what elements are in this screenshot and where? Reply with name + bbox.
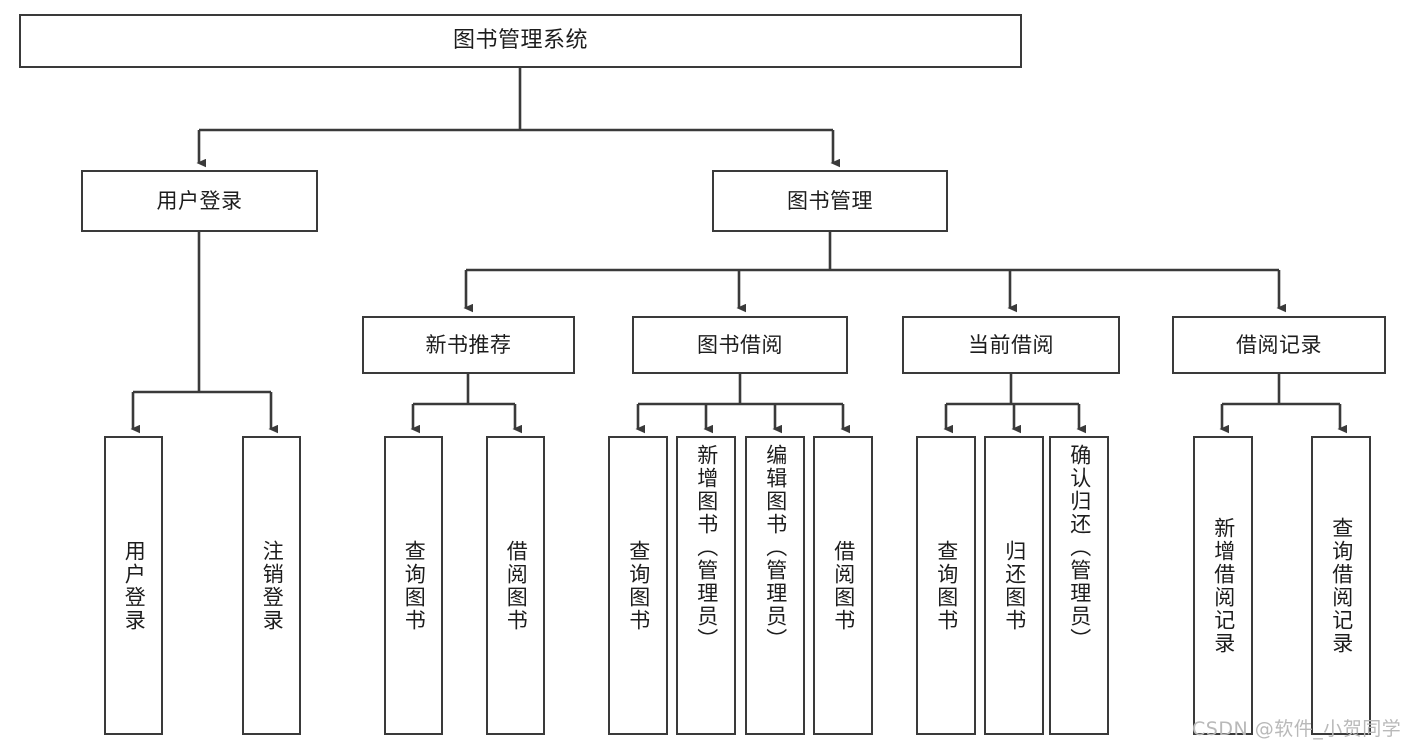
node-book-management[interactable]: 图书管理: [712, 170, 948, 232]
node-label: 编辑图书（管理员）: [763, 444, 788, 651]
node-label: 注销登录: [260, 539, 285, 632]
node-label: 新增图书（管理员）: [694, 444, 719, 651]
node-root-book-management-system[interactable]: 图书管理系统: [19, 14, 1022, 68]
leaf-user-logout[interactable]: 注销登录: [242, 436, 301, 735]
node-label: 图书管理: [787, 188, 873, 213]
leaf-borrow-book-borrowing[interactable]: 借阅图书: [813, 436, 873, 735]
node-label: 查询图书: [402, 539, 427, 632]
node-label: 查询图书: [934, 539, 959, 632]
node-label: 确认归还（管理员）: [1067, 444, 1092, 651]
node-label: 借阅图书: [831, 539, 856, 632]
leaf-edit-book-admin[interactable]: 编辑图书（管理员）: [745, 436, 805, 735]
node-label: 借阅记录: [1236, 332, 1322, 357]
leaf-query-book-borrowing[interactable]: 查询图书: [608, 436, 668, 735]
leaf-return-book[interactable]: 归还图书: [984, 436, 1044, 735]
node-borrowing-record[interactable]: 借阅记录: [1172, 316, 1386, 374]
node-label: 查询图书: [626, 539, 651, 632]
node-label: 图书管理系统: [452, 28, 588, 54]
csdn-watermark: CSDN @软件_小贺同学: [1192, 718, 1402, 740]
node-label: 新增借阅记录: [1211, 516, 1236, 655]
leaf-user-login[interactable]: 用户登录: [104, 436, 163, 735]
leaf-confirm-return-admin[interactable]: 确认归还（管理员）: [1049, 436, 1109, 735]
node-label: 借阅图书: [504, 539, 529, 632]
node-book-borrowing[interactable]: 图书借阅: [632, 316, 848, 374]
node-label: 图书借阅: [697, 332, 783, 357]
node-new-book-recommendation[interactable]: 新书推荐: [362, 316, 575, 374]
node-user-login[interactable]: 用户登录: [81, 170, 318, 232]
node-label: 当前借阅: [968, 332, 1054, 357]
leaf-borrow-book-recommendation[interactable]: 借阅图书: [486, 436, 545, 735]
leaf-add-book-admin[interactable]: 新增图书（管理员）: [676, 436, 736, 735]
node-label: 归还图书: [1002, 539, 1027, 632]
leaf-add-borrow-record[interactable]: 新增借阅记录: [1193, 436, 1253, 735]
node-label: 查询借阅记录: [1329, 516, 1354, 655]
leaf-query-book-recommendation[interactable]: 查询图书: [384, 436, 443, 735]
node-current-borrowing[interactable]: 当前借阅: [902, 316, 1120, 374]
node-label: 新书推荐: [425, 332, 512, 357]
node-label: 用户登录: [156, 188, 243, 213]
node-label: 用户登录: [122, 539, 147, 632]
leaf-query-borrow-record[interactable]: 查询借阅记录: [1311, 436, 1371, 735]
leaf-query-book-current[interactable]: 查询图书: [916, 436, 976, 735]
